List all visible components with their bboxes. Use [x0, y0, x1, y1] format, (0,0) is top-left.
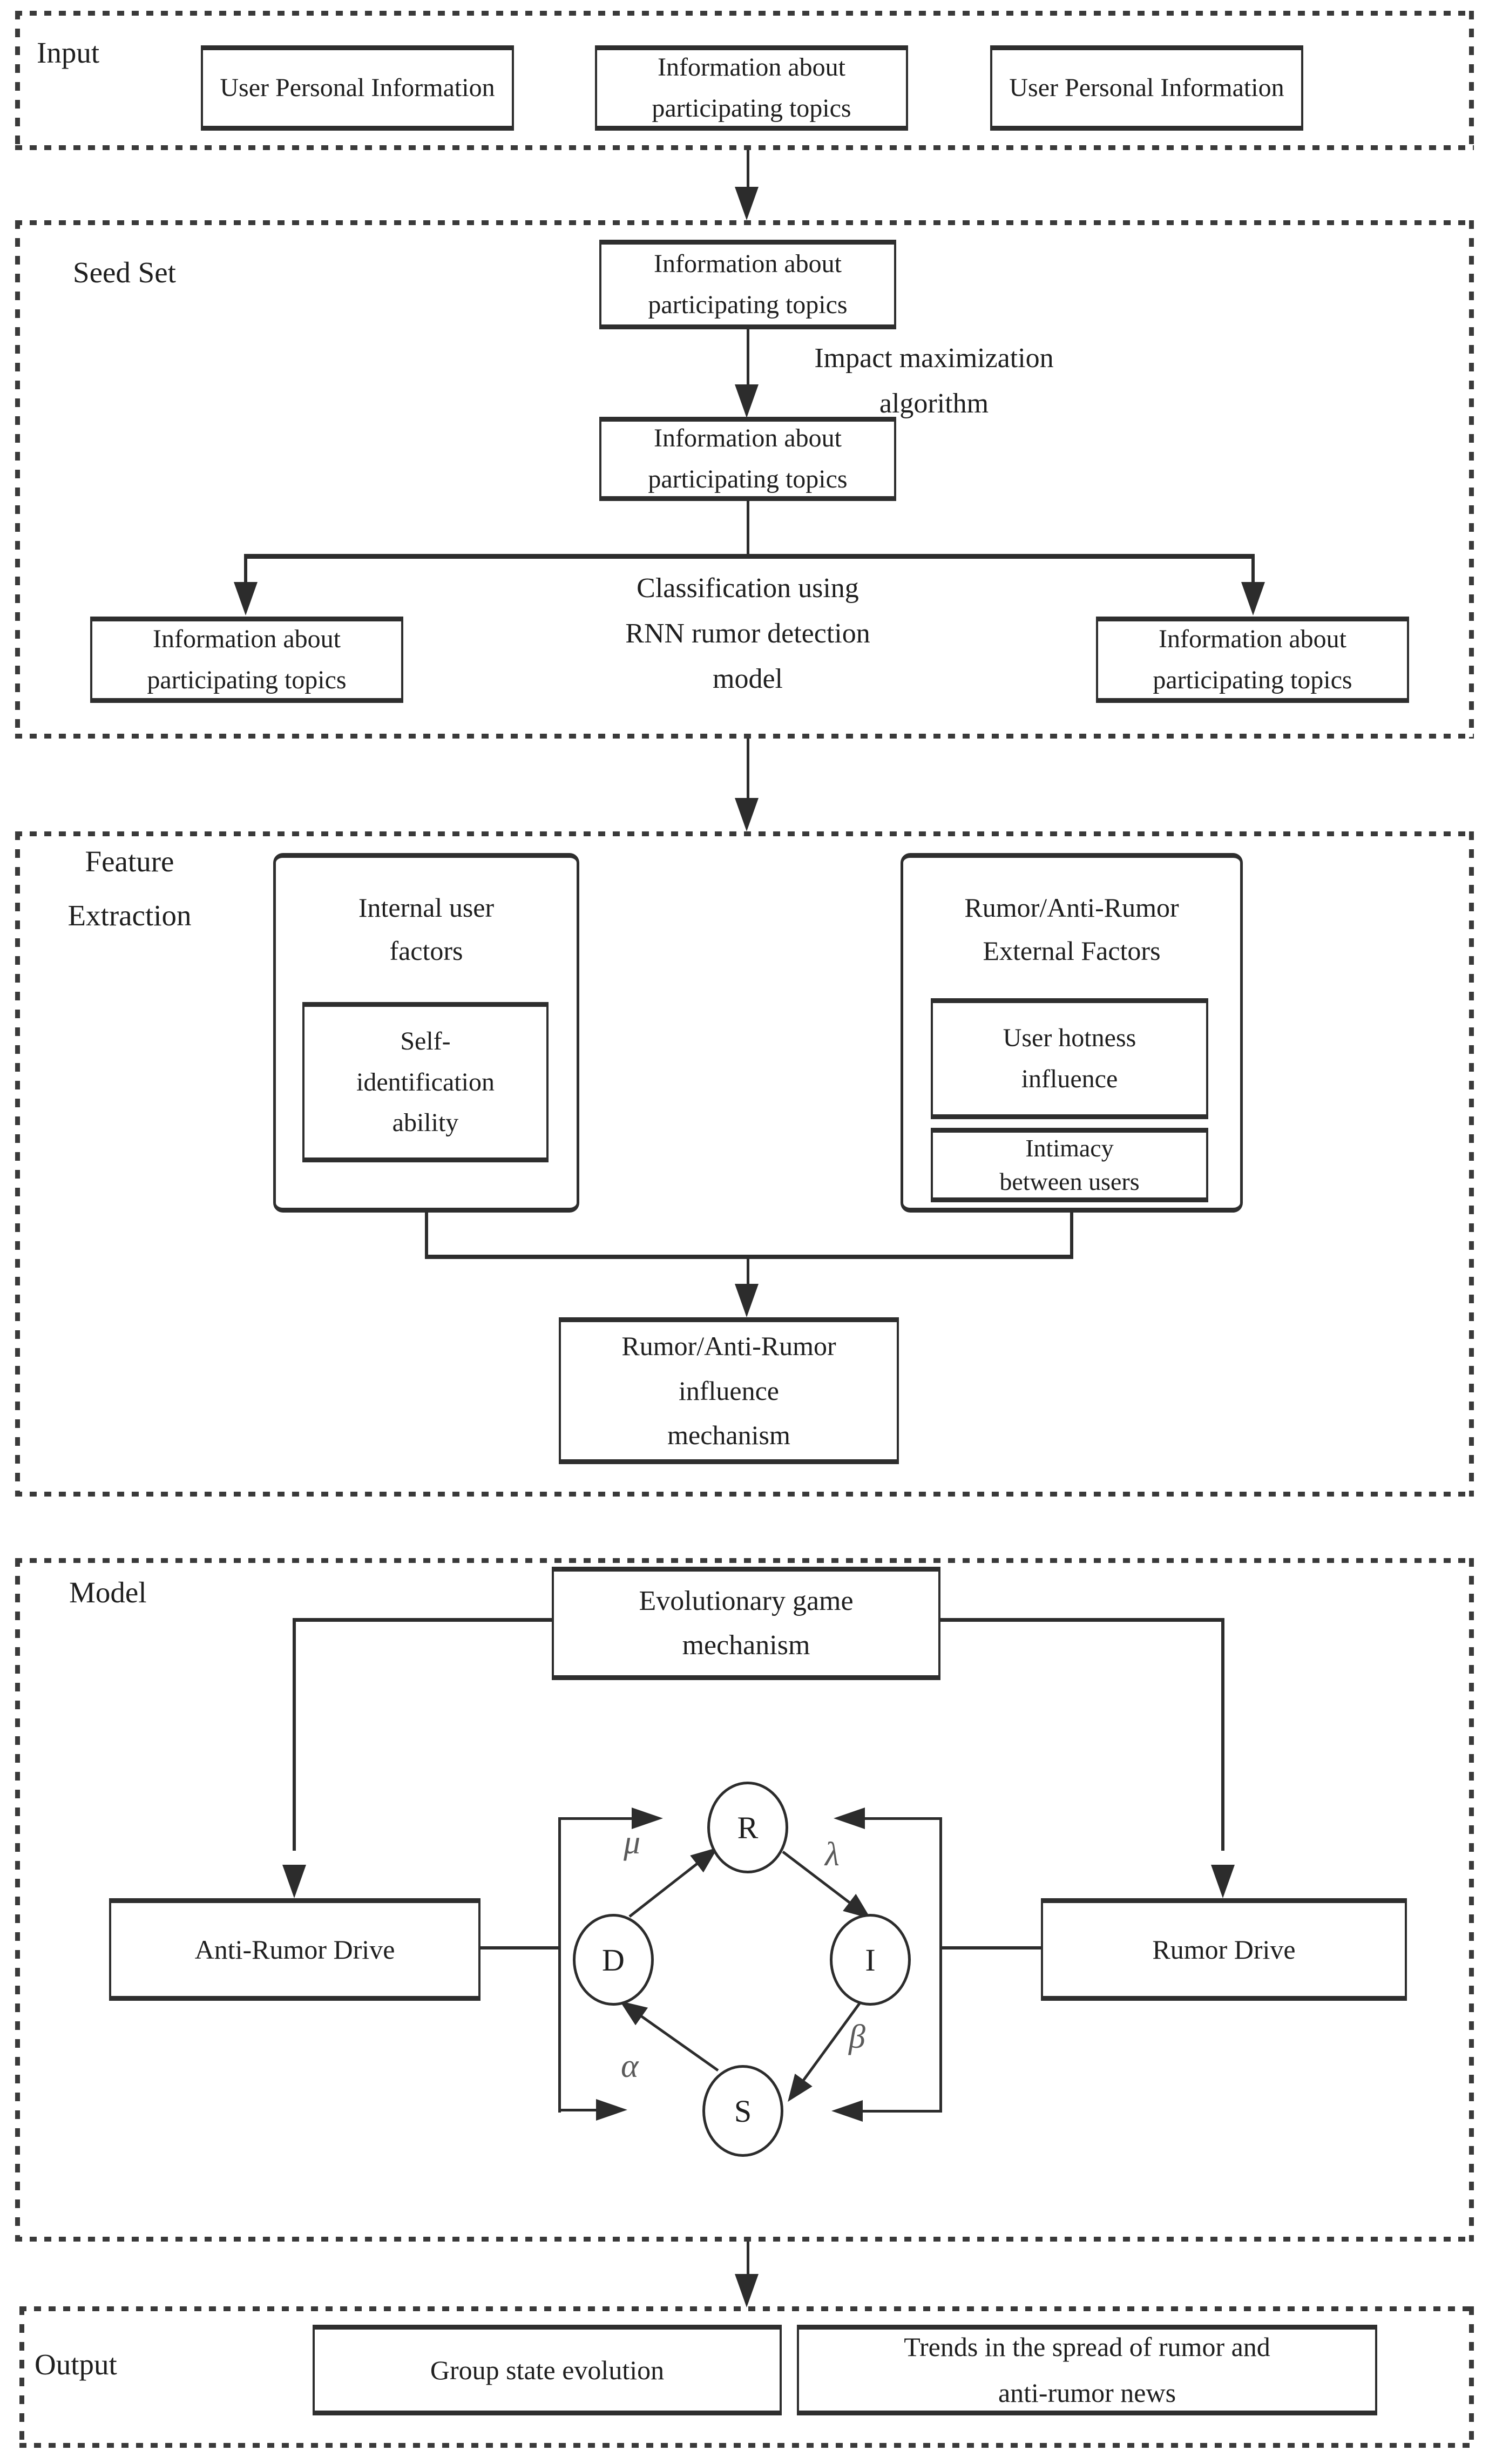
seed-branch-right-arrowhead: [1241, 582, 1265, 615]
input-box-user-personal-2: User Personal Information: [990, 45, 1303, 131]
anti-rumor-connector: [480, 1946, 558, 1949]
seed-to-feature-line: [747, 739, 749, 799]
self-identification-box: Self- identification ability: [302, 1002, 549, 1162]
evolution-right-arrowhead: [1211, 1865, 1235, 1898]
evolution-right-line: [940, 1618, 1224, 1622]
seed-impact-line: [747, 329, 749, 386]
anti-rumor-bottom-arrowhead: [596, 2099, 627, 2121]
feature-right-merge-drop: [1070, 1213, 1073, 1258]
feature-merge-stem: [747, 1259, 749, 1285]
rumor-bottom-arrowhead: [831, 2100, 863, 2122]
rate-mu-label: μ: [624, 1824, 641, 1861]
model-to-output-arrowhead: [735, 2274, 759, 2307]
arrow-s-to-d: [619, 2001, 719, 2072]
seed-impact-arrowhead: [735, 384, 759, 418]
seed-branch-right-drop: [1251, 557, 1255, 583]
disr-transition-arrows: [619, 1847, 871, 2102]
classification-label: Classification using RNN rumor detection…: [625, 573, 870, 695]
feature-merge-crossbar: [425, 1255, 1073, 1259]
input-to-seed-arrowhead: [735, 187, 759, 220]
rumor-drive-box: Rumor Drive: [1041, 1898, 1407, 2001]
anti-rumor-bracket-bottom-line: [558, 2109, 596, 2111]
node-s: S: [702, 2065, 783, 2157]
arrow-r-to-i: [782, 1851, 871, 1919]
evolution-left-line: [294, 1618, 552, 1622]
arrow-i-to-s: [788, 1996, 865, 2102]
feature-merge-arrowhead: [735, 1284, 759, 1317]
anti-rumor-bracket: [558, 1817, 561, 2113]
anti-rumor-bracket-top-line: [558, 1817, 632, 1820]
seed-box-right: Information about participating topics: [1096, 617, 1409, 703]
anti-rumor-drive-box: Anti-Rumor Drive: [109, 1898, 480, 2001]
feature-extraction-section-label: Feature Extraction: [67, 845, 192, 932]
seed-branch-crossbar: [244, 554, 1255, 559]
rumor-bracket-bottom-line: [863, 2110, 942, 2113]
impact-maximization-label: Impact maximization algorithm: [814, 343, 1054, 419]
arrow-d-to-r: [628, 1847, 718, 1918]
input-section-label: Input: [37, 36, 100, 69]
evolution-left-arrowhead: [282, 1865, 306, 1898]
evolution-right-drop: [1221, 1618, 1224, 1851]
seed-branch-left-arrowhead: [234, 582, 258, 615]
rate-lambda-label: λ: [825, 1836, 840, 1873]
user-hotness-box: User hotness influence: [931, 998, 1208, 1119]
output-section-label: Output: [35, 2348, 117, 2381]
internal-factors-title: Internal user factors: [358, 892, 495, 966]
seed-box-mid: Information about participating topics: [599, 417, 896, 501]
rumor-top-arrowhead: [834, 1808, 865, 1829]
node-d: D: [573, 1914, 654, 2006]
rate-beta-label: β: [849, 2019, 865, 2055]
influence-mechanism-box: Rumor/Anti-Rumor influence mechanism: [559, 1317, 899, 1464]
output-box-trends: Trends in the spread of rumor and anti-r…: [797, 2325, 1377, 2415]
input-box-user-personal-1: User Personal Information: [201, 45, 514, 131]
external-factors-group: Rumor/Anti-Rumor External Factors User h…: [901, 853, 1243, 1213]
evolutionary-game-box: Evolutionary game mechanism: [552, 1567, 940, 1680]
seed-branch-left-drop: [244, 557, 247, 583]
external-factors-title: Rumor/Anti-Rumor External Factors: [964, 892, 1179, 966]
output-box-group-state: Group state evolution: [313, 2325, 782, 2415]
node-r: R: [707, 1782, 788, 1873]
seed-set-section-label: Seed Set: [73, 256, 176, 289]
internal-factors-group: Internal user factors Self- identificati…: [273, 853, 579, 1213]
intimacy-box: Intimacy between users: [931, 1128, 1208, 1202]
node-i: I: [830, 1914, 911, 2006]
anti-rumor-top-arrowhead: [632, 1808, 663, 1829]
seed-to-feature-arrowhead: [735, 798, 759, 831]
model-section-label: Model: [69, 1576, 147, 1609]
rumor-bracket-top-line: [865, 1817, 942, 1820]
rate-alpha-label: α: [621, 2048, 639, 2084]
model-to-output-line: [747, 2242, 749, 2275]
seed-branch-stem: [747, 501, 749, 557]
rumor-connector: [942, 1946, 1041, 1949]
seed-box-top: Information about participating topics: [599, 240, 896, 329]
input-to-seed-line: [747, 150, 749, 189]
feature-left-merge-drop: [425, 1213, 428, 1258]
input-box-participating-topics: Information about participating topics: [595, 45, 908, 131]
rumor-bracket: [939, 1817, 942, 2113]
evolution-left-drop: [293, 1618, 296, 1851]
seed-box-left: Information about participating topics: [90, 617, 403, 703]
